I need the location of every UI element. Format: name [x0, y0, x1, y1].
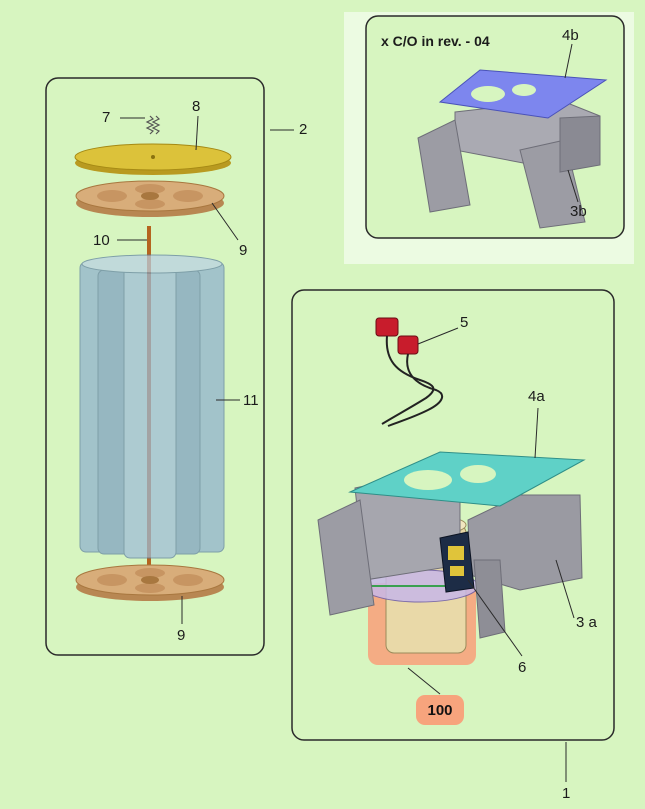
assembly-2-frame [45, 77, 265, 656]
label-10: 10 [93, 232, 110, 249]
board-part-6 [439, 531, 475, 593]
label-2: 2 [299, 121, 308, 138]
leader-lines-inset [564, 43, 579, 203]
sensor-part-5 [375, 317, 444, 427]
tube-bundle-part-11 [79, 254, 225, 559]
label-5: 5 [460, 314, 469, 331]
disc-part-9-bottom [75, 564, 225, 601]
label-3a: 3 a [576, 614, 597, 631]
plate-part-4a [348, 451, 586, 507]
label-8: 8 [192, 98, 201, 115]
plate-part-4b [438, 69, 608, 119]
label-3b: 3b [570, 203, 587, 220]
spring-part-7 [145, 115, 161, 135]
label-9-bottom: 9 [177, 627, 186, 644]
label-9-top: 9 [239, 242, 248, 259]
label-6: 6 [518, 659, 527, 676]
leader-lines-right [407, 327, 575, 782]
bracket-part-3b [417, 99, 601, 229]
label-11: 11 [243, 392, 259, 409]
label-1: 1 [562, 785, 571, 802]
disc-part-9-top [75, 180, 225, 217]
leader-lines-left [117, 115, 294, 624]
revision-note: x C/O in rev. - 04 [381, 33, 490, 49]
label-4a: 4a [528, 388, 545, 405]
label-100-badge: 100 [416, 695, 464, 725]
label-4b: 4b [562, 27, 579, 44]
assembly-1-frame [291, 289, 615, 741]
label-7: 7 [102, 109, 111, 126]
cover-plate-part-8 [74, 143, 232, 175]
